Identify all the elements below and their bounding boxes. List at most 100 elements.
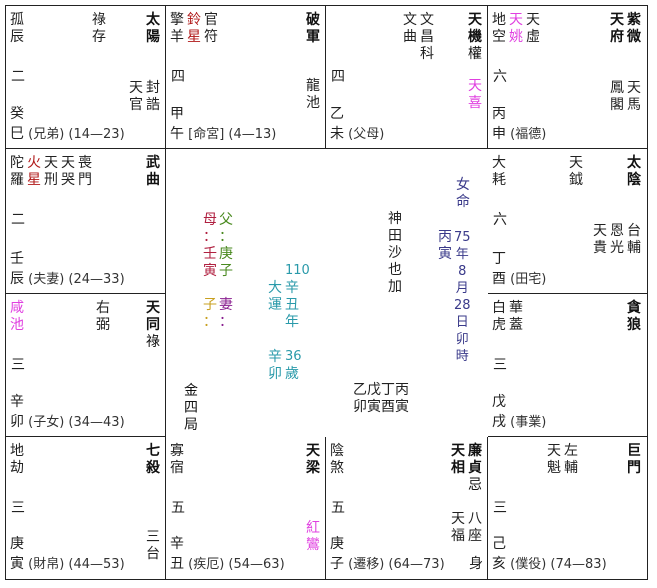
star-太陰: 太陰	[627, 155, 641, 189]
palace-mao[interactable]: 天同祿咸池右弼三辛卯 (子女) (34—43)	[6, 294, 166, 437]
star-char: 耗	[492, 172, 506, 188]
star-天鉞: 天鉞	[569, 155, 583, 189]
palace-footer: 亥 (僕役) (74—83)	[492, 555, 607, 574]
star-char: 魁	[547, 460, 561, 476]
palace-shen[interactable]: 紫微天府地空天姚天虛鳳閣天馬六丙申 (福德)	[488, 6, 647, 149]
star-char: 馬	[627, 97, 641, 113]
palace-stem: 戊	[492, 394, 506, 410]
star-char: 哭	[61, 172, 75, 188]
palace-number: 三	[493, 357, 507, 373]
star-天梁: 天梁	[306, 443, 320, 477]
star-char: 恩	[610, 223, 624, 239]
star-台輔: 台輔	[627, 223, 641, 257]
star-char: 曲	[403, 29, 417, 45]
palace-chen[interactable]: 武曲陀羅火星天刑天哭喪門二壬辰 (夫妻) (24—33)	[6, 149, 166, 294]
star-char: 空	[492, 29, 506, 45]
star-char: 天	[509, 12, 523, 28]
palace-branch: 申	[492, 126, 506, 142]
star-char: 池	[10, 317, 24, 333]
bazi-pillar: 乙卯	[353, 382, 367, 416]
star-祿存: 祿存	[92, 12, 106, 46]
star-紫微: 紫微	[627, 12, 641, 46]
palace-footer: 戌 (事業)	[492, 413, 546, 432]
palace-si[interactable]: 太陽孤辰祿存天官封誥二癸巳 (兄弟) (14—23)	[6, 6, 166, 149]
palace-number: 三	[493, 500, 507, 516]
star-char: 八	[468, 511, 482, 527]
star-char: 貪	[627, 300, 641, 316]
char: 神	[388, 211, 402, 227]
star-char: 白	[492, 300, 506, 316]
char: 月	[455, 281, 469, 296]
palace-wu[interactable]: 破軍擎羊鈴星官符龍池四甲午 [命宮] (4—13)	[166, 6, 326, 149]
star-武曲: 武曲	[146, 155, 160, 189]
star-char: 閣	[610, 97, 624, 113]
transform-mark: 權	[468, 46, 482, 62]
palace-yin[interactable]: 七殺地劫三台三庚寅 (財帛) (44—53)	[6, 437, 166, 579]
star-大耗: 大耗	[492, 155, 506, 189]
char: 壬	[203, 246, 217, 262]
star-char: 天	[526, 12, 540, 28]
palace-wei[interactable]: 天機權文曲文昌科天喜四乙未 (父母)	[326, 6, 488, 149]
palace-hai[interactable]: 巨門天魁左輔三己亥 (僕役) (74—83)	[488, 437, 647, 579]
palace-name: (事業)	[506, 415, 547, 430]
palace-branch: 丑	[170, 556, 184, 572]
palace-name: (疾厄)	[184, 557, 225, 572]
char: ：	[203, 229, 217, 245]
star-char: 華	[509, 300, 523, 316]
star-char: 同	[146, 317, 160, 333]
char: 日	[455, 315, 469, 330]
person-name: 神田沙也加	[388, 211, 402, 296]
star-陀羅: 陀羅	[10, 155, 24, 189]
palace-range: (74—83)	[546, 557, 607, 572]
char: 年	[455, 247, 469, 262]
star-char: 台	[146, 546, 160, 562]
star-char: 天	[146, 300, 160, 316]
star-char: 天	[610, 12, 624, 28]
palace-name: (僕役)	[506, 557, 547, 572]
char: 卯	[268, 366, 282, 382]
char: 金	[184, 383, 198, 399]
daxian-year: 110	[285, 263, 310, 278]
age-value: 36	[285, 349, 302, 364]
palace-you[interactable]: 太陰大耗天鉞天貴恩光台輔六丁酉 (田宅)	[488, 149, 647, 294]
star-天虛: 天虛	[526, 12, 540, 46]
char: 丙	[395, 382, 409, 398]
star-char: 鉞	[569, 172, 583, 188]
palace-footer: 寅 (財帛) (44—53)	[10, 555, 125, 574]
palace-number: 五	[331, 500, 345, 516]
star-char: 羊	[170, 29, 184, 45]
star-恩光: 恩光	[610, 223, 624, 257]
palace-xu[interactable]: 貪狼白虎華蓋三戊戌 (事業)	[488, 294, 647, 437]
star-char: 紅	[306, 520, 320, 536]
star-char: 龍	[306, 78, 320, 94]
palace-branch: 辰	[10, 271, 24, 287]
star-char: 池	[306, 95, 320, 111]
palace-name: (父母)	[344, 127, 385, 142]
star-char-1: 鈴	[187, 12, 201, 28]
star-char: 擎	[170, 12, 184, 28]
star-char: 天	[593, 223, 607, 239]
char: 年	[285, 314, 299, 330]
char: 卯	[455, 332, 469, 347]
bazi-pillar: 戊寅	[367, 382, 381, 416]
star-char: 座	[468, 528, 482, 544]
palace-number: 六	[493, 212, 507, 228]
birth-year-ganzhi: 丙寅	[438, 229, 452, 263]
palace-branch: 卯	[10, 414, 24, 430]
star-char: 天	[468, 78, 482, 94]
star-char: 貞	[468, 460, 482, 476]
palace-branch: 未	[330, 126, 344, 142]
char: ：	[219, 229, 233, 245]
star-紅鸞: 紅鸞	[306, 520, 320, 554]
star-char: 天	[569, 155, 583, 171]
star-char: 蓋	[509, 317, 523, 333]
palace-branch: 戌	[492, 414, 506, 430]
star-char: 官	[129, 97, 143, 113]
palace-chou[interactable]: 天梁寡宿紅鸞五辛丑 (疾厄) (54—63)	[166, 437, 326, 579]
star-char: 右	[96, 300, 110, 316]
star-八座: 八座	[468, 511, 482, 545]
star-char: 太	[627, 155, 641, 171]
palace-zi[interactable]: 廉貞忌天相陰煞天福八座五庚子 (遷移) (64—73)身	[326, 437, 488, 579]
palace-branch: 亥	[492, 556, 506, 572]
five-element-bureau: 金四局	[184, 383, 198, 434]
